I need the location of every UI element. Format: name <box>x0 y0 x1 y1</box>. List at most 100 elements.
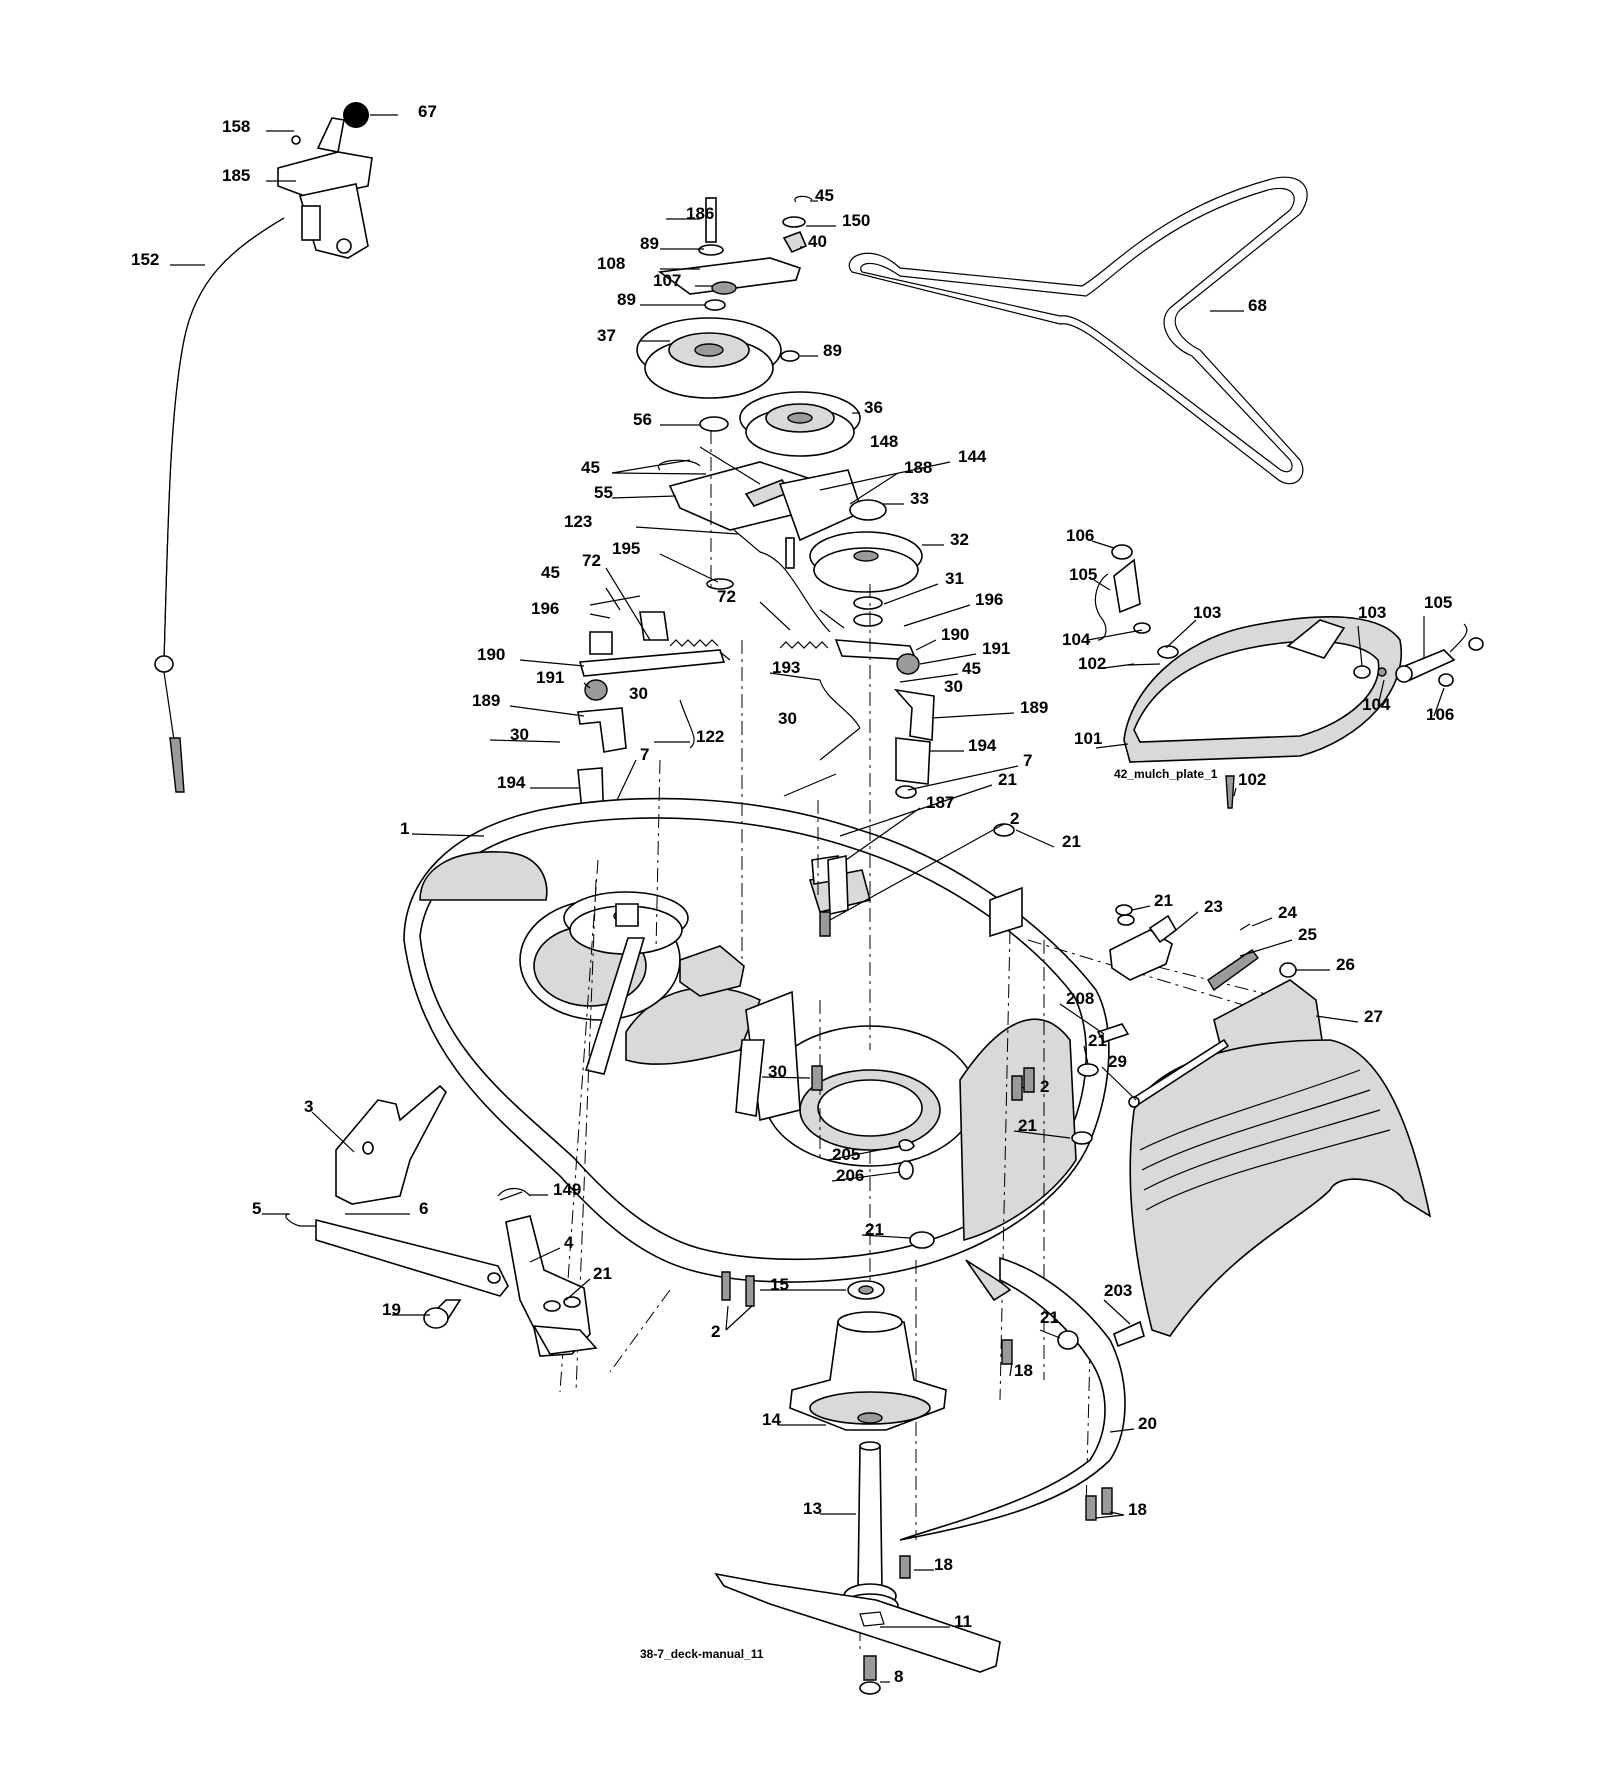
part-label-l21c: 21 <box>1154 891 1173 910</box>
part-label-l45a: 45 <box>815 186 834 205</box>
part-label-l203: 203 <box>1104 1281 1132 1300</box>
part-label-l103b: 103 <box>1358 603 1386 622</box>
part-label-l27: 27 <box>1364 1007 1383 1026</box>
part-label-l89c: 89 <box>823 341 842 360</box>
part-13-spindle-shaft <box>857 1445 883 1591</box>
part-label-l72b: 72 <box>717 587 736 606</box>
idler-arm-assembly <box>611 446 951 633</box>
part-label-l45d: 45 <box>962 659 981 678</box>
part-label-l14: 14 <box>762 1410 781 1429</box>
part-label-l6: 6 <box>419 1199 428 1218</box>
part-label-l102a: 102 <box>1078 654 1106 673</box>
part-label-l4: 4 <box>564 1233 574 1252</box>
part-label-l103a: 103 <box>1193 603 1221 622</box>
part-label-l191a: 191 <box>982 639 1010 658</box>
part-label-l105a: 105 <box>1069 565 1097 584</box>
part-label-l190a: 190 <box>941 625 969 644</box>
part-label-l195: 195 <box>612 539 640 558</box>
part-label-l21f: 21 <box>865 1220 884 1239</box>
part-label-l150: 150 <box>842 211 870 230</box>
deck-fasteners <box>761 784 1055 1091</box>
part-6-bar <box>315 1218 509 1297</box>
part-label-l152: 152 <box>131 250 159 269</box>
part-label-l104a: 104 <box>1062 630 1091 649</box>
part-190-arm-left <box>578 649 726 677</box>
part-189-bracket-left <box>577 707 627 753</box>
part-label-l122: 122 <box>696 727 724 746</box>
part-label-l193: 193 <box>772 658 800 677</box>
part-label-l20: 20 <box>1138 1414 1157 1433</box>
part-label-l123: 123 <box>564 512 592 531</box>
part-11-blade <box>714 1572 1001 1673</box>
part-label-l205: 205 <box>832 1145 860 1164</box>
control-cable-assembly <box>154 102 398 793</box>
part-label-l26: 26 <box>1336 955 1355 974</box>
part-label-l33: 33 <box>910 489 929 508</box>
part-label-l29: 29 <box>1108 1052 1127 1071</box>
part-label-l21b: 21 <box>1062 832 1081 851</box>
part-label-l7a: 7 <box>640 745 649 764</box>
part-68-belt <box>848 176 1308 485</box>
part-label-l187: 187 <box>926 793 954 812</box>
part-label-l5: 5 <box>252 1199 261 1218</box>
part-label-l194a: 194 <box>968 736 997 755</box>
part-label-l45c: 45 <box>541 563 560 582</box>
part-label-l185: 185 <box>222 166 250 185</box>
part-label-l55: 55 <box>594 483 613 502</box>
part-label-l30b: 30 <box>944 677 963 696</box>
part-187-bracket <box>827 855 849 915</box>
part-label-l186: 186 <box>686 204 714 223</box>
part-label-l21g: 21 <box>593 1264 612 1283</box>
part-label-l21a: 21 <box>998 770 1017 789</box>
part-label-l107: 107 <box>653 271 681 290</box>
part-label-l67: 67 <box>418 102 437 121</box>
part-20-blade-guard <box>899 1256 1126 1541</box>
part-label-l23: 23 <box>1204 897 1223 916</box>
part-label-l31: 31 <box>945 569 964 588</box>
lower-left-brackets <box>262 1084 598 1357</box>
part-label-l102b: 102 <box>1238 770 1266 789</box>
part-label-l45b: 45 <box>581 458 600 477</box>
part-label-l40: 40 <box>808 232 827 251</box>
part-label-l24: 24 <box>1278 903 1297 922</box>
part-label-l104b: 104 <box>1362 695 1391 714</box>
part-label-l149: 149 <box>553 1180 581 1199</box>
caption-inset: 42_mulch_plate_1 <box>1114 767 1218 781</box>
part-label-l37: 37 <box>597 326 616 345</box>
part-label-l18b: 18 <box>1128 1500 1147 1519</box>
part-label-l189b: 189 <box>1020 698 1048 717</box>
part-label-l196a: 196 <box>975 590 1003 609</box>
part-label-l108: 108 <box>597 254 625 273</box>
part-label-l18c: 18 <box>934 1555 953 1574</box>
part-label-l188: 188 <box>904 458 932 477</box>
part-label-l89b: 89 <box>617 290 636 309</box>
part-25-spring <box>1207 949 1259 992</box>
part-label-l144: 144 <box>958 447 987 466</box>
part-label-l190b: 190 <box>477 645 505 664</box>
part-label-l101: 101 <box>1074 729 1102 748</box>
part-189-bracket-right <box>893 688 935 741</box>
part-label-l2a: 2 <box>1010 809 1019 828</box>
part-label-l3: 3 <box>304 1097 313 1116</box>
part-label-l8: 8 <box>894 1667 903 1686</box>
part-194-bracket-right <box>895 737 931 785</box>
mulch-plate-inset <box>1087 540 1484 809</box>
part-label-l7b: 7 <box>1023 751 1032 770</box>
part-label-l21e: 21 <box>1018 1116 1037 1135</box>
part-label-l72a: 72 <box>582 551 601 570</box>
part-label-l30d: 30 <box>510 725 529 744</box>
part-label-l18a: 18 <box>1014 1361 1033 1380</box>
part-label-l13: 13 <box>803 1499 822 1518</box>
part-67-knob <box>343 102 369 128</box>
part-label-l30e: 30 <box>768 1062 787 1081</box>
part-label-l1: 1 <box>400 819 409 838</box>
part-label-l30c: 30 <box>778 709 797 728</box>
part-3-bracket <box>335 1084 447 1205</box>
part-label-l21h: 21 <box>1040 1308 1059 1327</box>
idler-pulley-stack <box>636 195 861 457</box>
part-label-l158: 158 <box>222 117 250 136</box>
part-label-l208: 208 <box>1066 989 1094 1008</box>
chute-flap <box>1129 1039 1432 1337</box>
